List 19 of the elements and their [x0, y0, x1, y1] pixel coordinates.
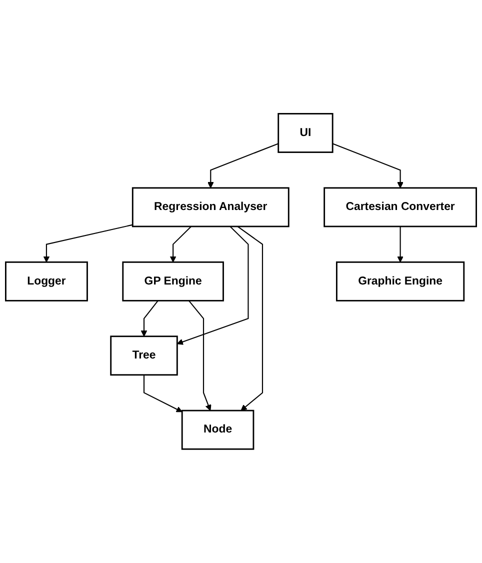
arrow	[170, 226, 192, 263]
arrow	[143, 374, 182, 412]
arrow	[140, 300, 158, 337]
arrow	[176, 226, 249, 345]
arrow	[397, 226, 404, 263]
node-box	[122, 262, 224, 302]
flowchart: UI Regression Analyser Cartesian Converter Logger GP Engine Graphic Engine Tree Node	[0, 108, 482, 455]
node-box	[132, 187, 290, 228]
arrow	[332, 143, 404, 188]
arrow	[237, 226, 264, 411]
node-box	[324, 187, 477, 228]
arrow	[188, 300, 212, 411]
node-box	[181, 410, 254, 450]
arrow	[43, 224, 133, 263]
node-box	[110, 336, 178, 376]
arrow	[208, 143, 279, 188]
node-box	[278, 113, 334, 154]
node-box	[336, 262, 465, 302]
node-box	[5, 262, 88, 302]
